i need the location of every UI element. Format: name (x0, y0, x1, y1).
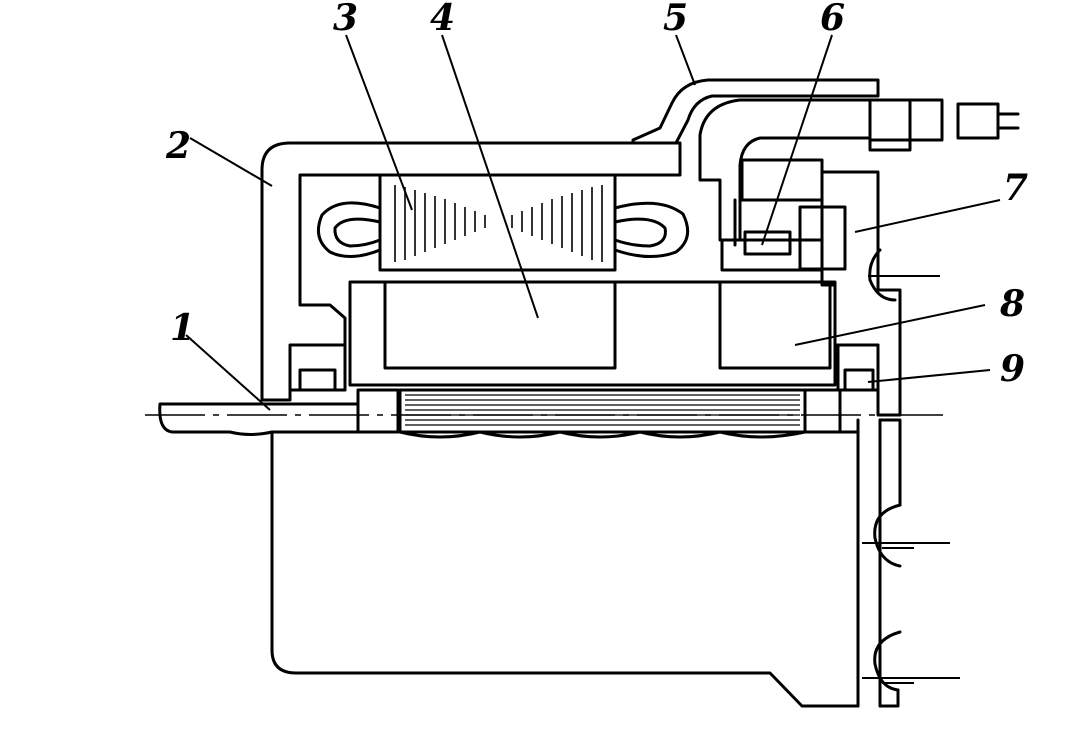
callout-6: 6 (820, 0, 845, 39)
stator-end-turns (316, 201, 690, 258)
callout-7: 7 (1003, 167, 1028, 209)
callout-4: 4 (430, 0, 455, 39)
housing-lower-body (270, 418, 902, 708)
bearing-left (288, 343, 347, 392)
bearing-right (836, 343, 880, 392)
mounting-screw-upper (862, 503, 950, 568)
stator-core (378, 173, 617, 272)
callout-5: 5 (663, 0, 688, 39)
callout-2: 2 (165, 125, 191, 167)
rotor-insulation (348, 280, 837, 387)
supply-cable (631, 78, 1020, 242)
mounting-screw-lower (862, 630, 960, 692)
callout-3: 3 (333, 0, 358, 39)
shaft (158, 388, 860, 439)
capacitor-block (798, 205, 847, 271)
callout-1: 1 (170, 307, 195, 349)
side-screw (868, 248, 940, 302)
brush-holder (720, 158, 824, 272)
rotor-core (383, 280, 617, 370)
commutator-block (718, 280, 832, 370)
callout-8: 8 (999, 283, 1025, 325)
leader-lines (185, 34, 1001, 411)
callout-9: 9 (1000, 348, 1025, 390)
